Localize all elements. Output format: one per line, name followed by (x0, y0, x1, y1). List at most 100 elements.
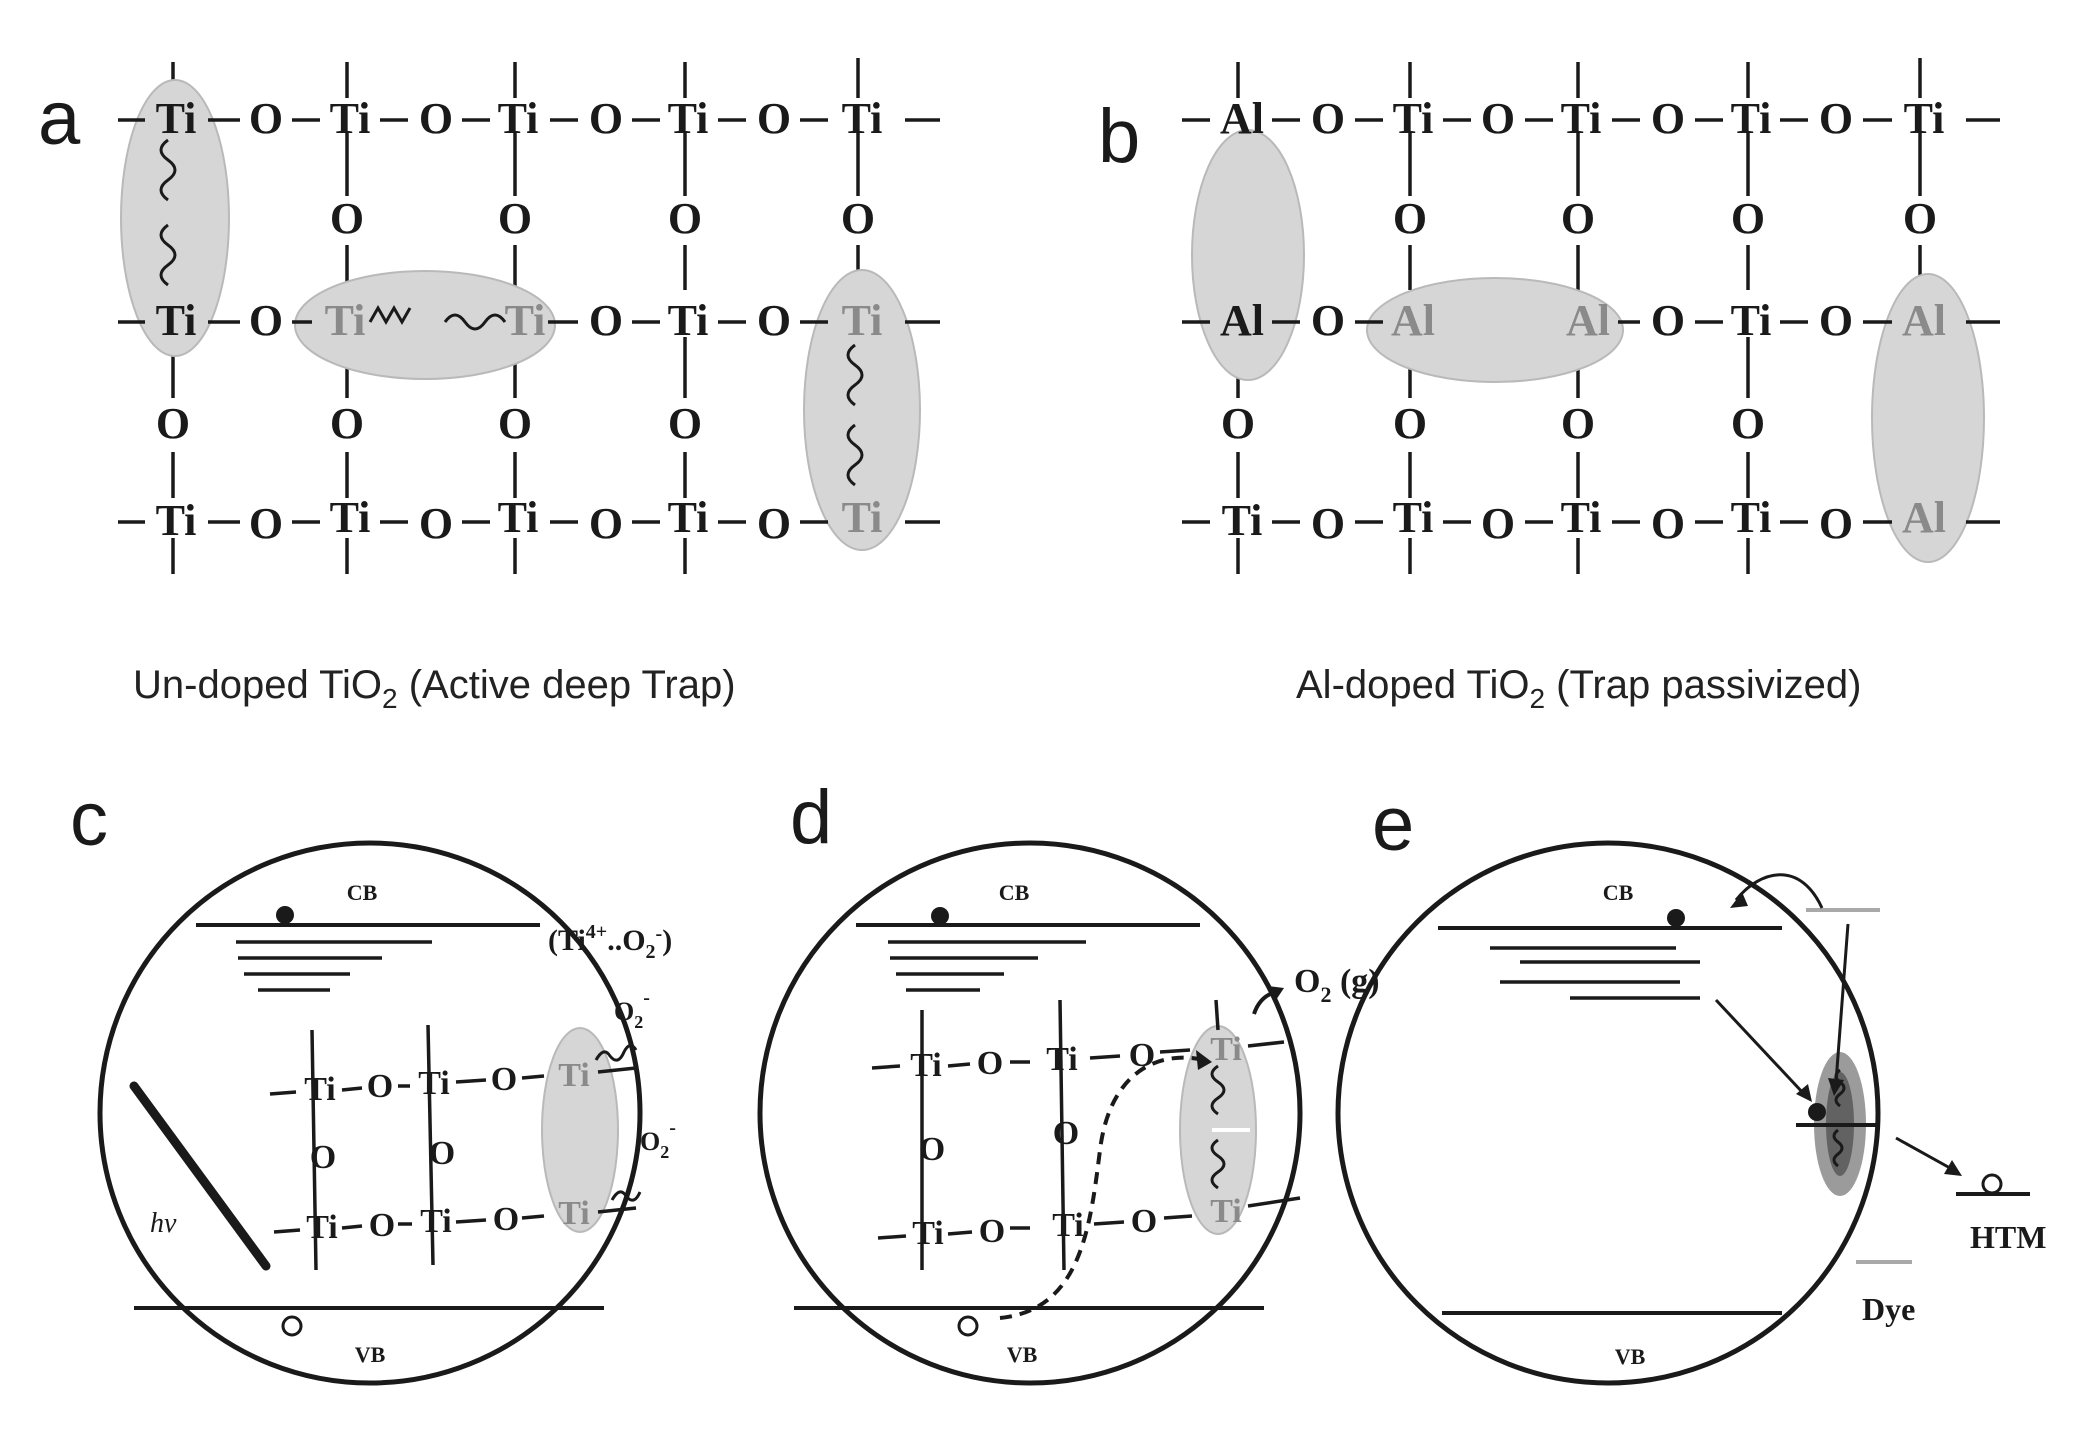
atom-o: O (1311, 296, 1345, 345)
atom-al-dopant: Al (1902, 493, 1946, 542)
dye-to-trap-arrow (1834, 923, 1850, 1083)
vb-label: VB (1007, 1342, 1038, 1367)
atom-o: O (1651, 499, 1685, 548)
atom-o: O (1053, 1115, 1079, 1152)
panel-b: b (1098, 58, 2000, 714)
atom-o: O (1221, 399, 1255, 448)
panel-c-lattice-atoms: Ti O Ti O Ti O O Ti O Ti O Ti (304, 1057, 590, 1246)
panel-d: d CB VB Ti O Ti O Ti O O Ti O Ti O Ti (757, 775, 1380, 1386)
injection-arrow (1734, 873, 1824, 909)
atom-o: O (1561, 194, 1595, 243)
atom-ti-trap: Ti (1210, 1031, 1242, 1068)
atom-o: O (1481, 94, 1515, 143)
panel-b-row-o-2: O O O O (1221, 399, 1765, 448)
panel-e-circle (1335, 840, 1881, 1386)
atom-al-dopant: Al (1566, 296, 1610, 345)
superoxide-label: O2- (614, 987, 650, 1032)
panel-c-letter: c (70, 777, 108, 862)
panel-a: a (38, 58, 940, 714)
atom-ti: Ti (1393, 94, 1434, 143)
atom-o: O (1731, 194, 1765, 243)
atom-ti: Ti (1731, 493, 1772, 542)
panel-d-lattice-atoms: Ti O Ti O Ti O O Ti O Ti O Ti (910, 1031, 1242, 1252)
atom-ti: Ti (156, 296, 197, 345)
atom-ti: Ti (842, 94, 883, 143)
atom-o: O (249, 499, 283, 548)
cb-label: CB (999, 880, 1030, 905)
atom-o: O (249, 296, 283, 345)
atom-o: O (1731, 399, 1765, 448)
panel-b-caption: Al-doped TiO2 (Trap passivized) (1296, 663, 1861, 714)
panel-d-letter: d (790, 775, 832, 860)
atom-ti: Ti (1222, 496, 1263, 545)
atom-ti-trap: Ti (1210, 1193, 1242, 1230)
atom-o: O (156, 399, 190, 448)
atom-ti: Ti (912, 1215, 944, 1252)
atom-o: O (1311, 499, 1345, 548)
hole-dot (281, 1315, 303, 1337)
atom-ti: Ti (1393, 493, 1434, 542)
atom-ti-trap: Ti (558, 1057, 590, 1094)
atom-o: O (1903, 194, 1937, 243)
atom-o: O (419, 94, 453, 143)
panel-c: c CB VB Ti O Ti O Ti O O Ti O Ti O (70, 777, 676, 1386)
panel-b-horizontal-bonds (1182, 118, 2000, 524)
panel-e-letter: e (1372, 782, 1414, 867)
atom-ti: Ti (1052, 1207, 1084, 1244)
panel-a-trap-waves (159, 138, 864, 487)
atom-o: O (1561, 399, 1595, 448)
vb-label: VB (355, 1342, 386, 1367)
light-beam (129, 1081, 271, 1271)
hole-dot (957, 1315, 979, 1337)
atom-al: Al (1220, 296, 1264, 345)
panel-b-row-3: Ti O Ti O Ti O Ti O Al (1222, 493, 1946, 548)
panel-a-row-o-2: O O O O (156, 399, 702, 448)
panel-a-row-2: Ti O Ti Ti O Ti O Ti (156, 296, 883, 345)
atom-ti: Ti (1561, 493, 1602, 542)
atom-o: O (1393, 399, 1427, 448)
atom-ti-trap: Ti (842, 493, 883, 542)
panel-a-row-o-1: O O O O (330, 194, 875, 243)
atom-ti: Ti (304, 1071, 336, 1108)
panel-e: e CB VB HTM Dye (1335, 782, 2046, 1386)
superoxide-label: O2- (640, 1117, 676, 1162)
trapped-electron (1808, 1103, 1826, 1121)
atom-ti: Ti (156, 496, 197, 545)
panel-c-circle (97, 840, 643, 1386)
atom-o: O (1481, 499, 1515, 548)
atom-ti: Ti (420, 1203, 452, 1240)
atom-o: O (757, 296, 791, 345)
atom-o: O (589, 296, 623, 345)
atom-ti: Ti (418, 1065, 450, 1102)
atom-al-dopant: Al (1391, 296, 1435, 345)
hv-label: hv (150, 1208, 177, 1239)
cb-label: CB (1603, 880, 1634, 905)
panel-a-caption: Un-doped TiO2 (Active deep Trap) (133, 663, 736, 714)
htm-label: HTM (1970, 1219, 2046, 1255)
atom-o: O (249, 94, 283, 143)
atom-o: O (493, 1201, 519, 1238)
atom-o: O (668, 194, 702, 243)
atom-o: O (1819, 94, 1853, 143)
atom-ti: Ti (1561, 94, 1602, 143)
atom-ti-trap: Ti (325, 296, 366, 345)
atom-o: O (589, 94, 623, 143)
vb-label: VB (1615, 1344, 1646, 1369)
atom-ti: Ti (330, 493, 371, 542)
atom-ti: Ti (498, 94, 539, 143)
trap-ellipse-right (803, 269, 921, 551)
atom-al-dopant: Al (1902, 296, 1946, 345)
oxygen-gas-label: O2 (g) (1294, 963, 1380, 1007)
atom-o: O (1819, 499, 1853, 548)
atom-ti-trap: Ti (842, 296, 883, 345)
atom-o: O (1393, 194, 1427, 243)
panel-d-circle (757, 840, 1303, 1386)
panel-b-row-1: Al O Ti O Ti O Ti O Ti (1220, 94, 1944, 143)
atom-o: O (429, 1135, 455, 1172)
panel-a-vertical-bonds (171, 58, 860, 574)
atom-ti: Ti (498, 493, 539, 542)
atom-ti: Ti (330, 94, 371, 143)
atom-ti: Ti (156, 94, 197, 143)
atom-ti-trap: Ti (505, 296, 546, 345)
